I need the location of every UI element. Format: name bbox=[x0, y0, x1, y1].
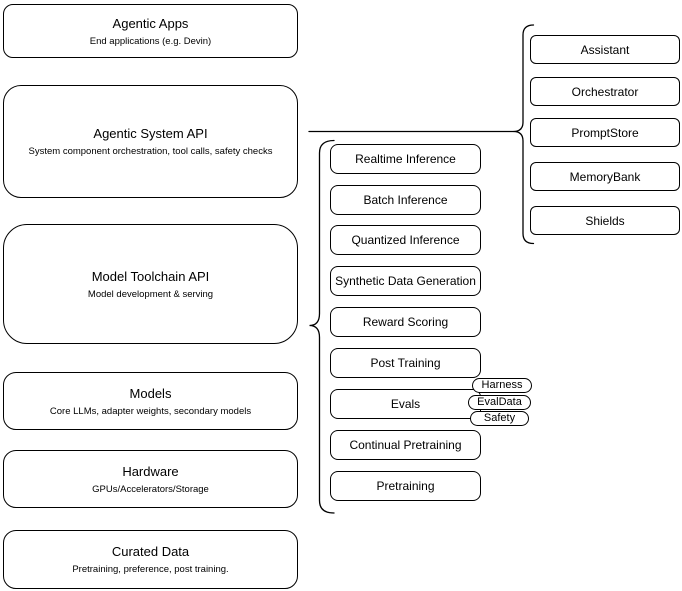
node-subtitle: GPUs/Accelerators/Storage bbox=[92, 483, 209, 495]
node-label: Quantized Inference bbox=[351, 233, 460, 247]
node-hardware: Hardware GPUs/Accelerators/Storage bbox=[3, 450, 298, 508]
node-subtitle: System component orchestration, tool cal… bbox=[28, 146, 273, 157]
node-orchestrator: Orchestrator bbox=[530, 77, 680, 106]
node-title: Models bbox=[129, 385, 172, 401]
node-subtitle: Pretraining, preference, post training. bbox=[72, 564, 229, 575]
node-memorybank: MemoryBank bbox=[530, 162, 680, 191]
node-realtime-inference: Realtime Inference bbox=[330, 144, 481, 174]
pill-label: EvalData bbox=[477, 396, 522, 408]
node-label: Synthetic Data Generation bbox=[335, 274, 476, 288]
node-promptstore: PromptStore bbox=[530, 118, 680, 147]
pill-harness: Harness bbox=[472, 378, 532, 393]
node-label: Post Training bbox=[370, 356, 441, 370]
node-label: Shields bbox=[585, 213, 625, 228]
node-label: Realtime Inference bbox=[355, 152, 456, 166]
node-models: Models Core LLMs, adapter weights, secon… bbox=[3, 372, 298, 430]
node-agentic-system-api: Agentic System API System component orch… bbox=[3, 85, 298, 198]
node-subtitle: End applications (e.g. Devin) bbox=[89, 35, 212, 47]
node-label: Continual Pretraining bbox=[349, 438, 462, 452]
node-evals: Evals bbox=[330, 389, 481, 419]
node-title: Curated Data bbox=[111, 544, 190, 559]
node-title: Agentic Apps bbox=[112, 15, 189, 31]
node-title: Hardware bbox=[122, 463, 179, 479]
node-batch-inference: Batch Inference bbox=[330, 185, 481, 215]
node-shields: Shields bbox=[530, 206, 680, 235]
node-title: Model Toolchain API bbox=[91, 268, 210, 284]
pill-label: Safety bbox=[483, 412, 516, 424]
node-synthetic-data-generation: Synthetic Data Generation bbox=[330, 266, 481, 296]
node-label: MemoryBank bbox=[569, 169, 641, 184]
node-pretraining: Pretraining bbox=[330, 471, 481, 501]
node-label: Pretraining bbox=[376, 479, 435, 493]
node-label: Orchestrator bbox=[571, 84, 639, 99]
node-model-toolchain-api: Model Toolchain API Model development & … bbox=[3, 224, 298, 344]
node-title: Agentic System API bbox=[93, 126, 208, 141]
node-subtitle: Model development & serving bbox=[87, 288, 214, 300]
node-post-training: Post Training bbox=[330, 348, 481, 378]
node-label: PromptStore bbox=[571, 125, 639, 140]
node-label: Assistant bbox=[580, 42, 630, 57]
pill-safety: Safety bbox=[470, 411, 529, 426]
node-assistant: Assistant bbox=[530, 35, 680, 64]
node-label: Batch Inference bbox=[363, 193, 448, 207]
node-curated-data: Curated Data Pretraining, preference, po… bbox=[3, 530, 298, 589]
node-label: Reward Scoring bbox=[362, 315, 449, 329]
node-quantized-inference: Quantized Inference bbox=[330, 225, 481, 255]
node-agentic-apps: Agentic Apps End applications (e.g. Devi… bbox=[3, 4, 298, 58]
node-label: Evals bbox=[390, 397, 421, 411]
pill-evaldata: EvalData bbox=[468, 395, 531, 410]
node-reward-scoring: Reward Scoring bbox=[330, 307, 481, 337]
pill-label: Harness bbox=[481, 379, 523, 391]
node-continual-pretraining: Continual Pretraining bbox=[330, 430, 481, 460]
node-subtitle: Core LLMs, adapter weights, secondary mo… bbox=[49, 405, 252, 417]
